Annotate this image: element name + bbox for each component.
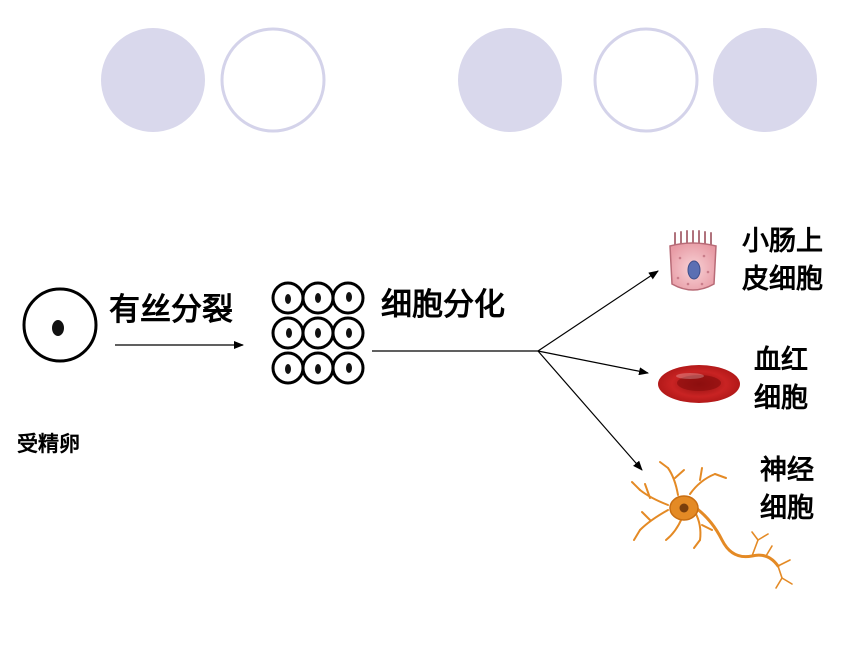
cluster-cell bbox=[271, 351, 305, 385]
deco-circle-filled bbox=[713, 28, 817, 132]
cluster-cell bbox=[301, 281, 335, 315]
nerve-cell-label-line2: 细胞 bbox=[760, 493, 814, 524]
cluster-cell bbox=[301, 351, 335, 385]
deco-circle-filled bbox=[101, 28, 205, 132]
deco-circle-outline bbox=[593, 27, 699, 133]
red-blood-cell-label: 血红 细胞 bbox=[754, 342, 808, 418]
arrow-to-intestinal-cell bbox=[537, 270, 659, 352]
cluster-cell bbox=[331, 281, 365, 315]
arrow-to-red-blood-cell bbox=[537, 350, 649, 376]
cluster-cell bbox=[331, 351, 365, 385]
red-blood-cell bbox=[658, 365, 740, 403]
decorative-circles bbox=[101, 27, 817, 133]
red-blood-cell-label-line2: 细胞 bbox=[754, 383, 808, 414]
arrow-to-nerve-cell bbox=[537, 350, 643, 471]
intestinal-epithelial-cell bbox=[669, 230, 717, 291]
intestinal-cell-label-line2: 皮细胞 bbox=[742, 264, 823, 295]
mitosis-label: 有丝分裂 bbox=[109, 292, 233, 328]
cluster-cell bbox=[271, 281, 305, 315]
zygote-label: 受精卵 bbox=[17, 432, 80, 456]
deco-circle-filled bbox=[458, 28, 562, 132]
cluster-cell bbox=[271, 316, 305, 350]
red-blood-cell-label-line1: 血红 bbox=[754, 345, 808, 376]
nerve-cell bbox=[631, 461, 793, 589]
differentiation-label: 细胞分化 bbox=[381, 287, 505, 323]
cell-cluster bbox=[271, 281, 365, 385]
nerve-cell-label: 神经 细胞 bbox=[760, 452, 814, 528]
cluster-cell bbox=[301, 316, 335, 350]
zygote-cell bbox=[22, 287, 98, 363]
nerve-cell-label-line1: 神经 bbox=[760, 455, 814, 486]
intestinal-cell-label: 小肠上 皮细胞 bbox=[742, 223, 823, 299]
deco-circle-outline bbox=[220, 27, 326, 133]
cluster-cell bbox=[331, 316, 365, 350]
intestinal-cell-label-line1: 小肠上 bbox=[742, 226, 823, 257]
